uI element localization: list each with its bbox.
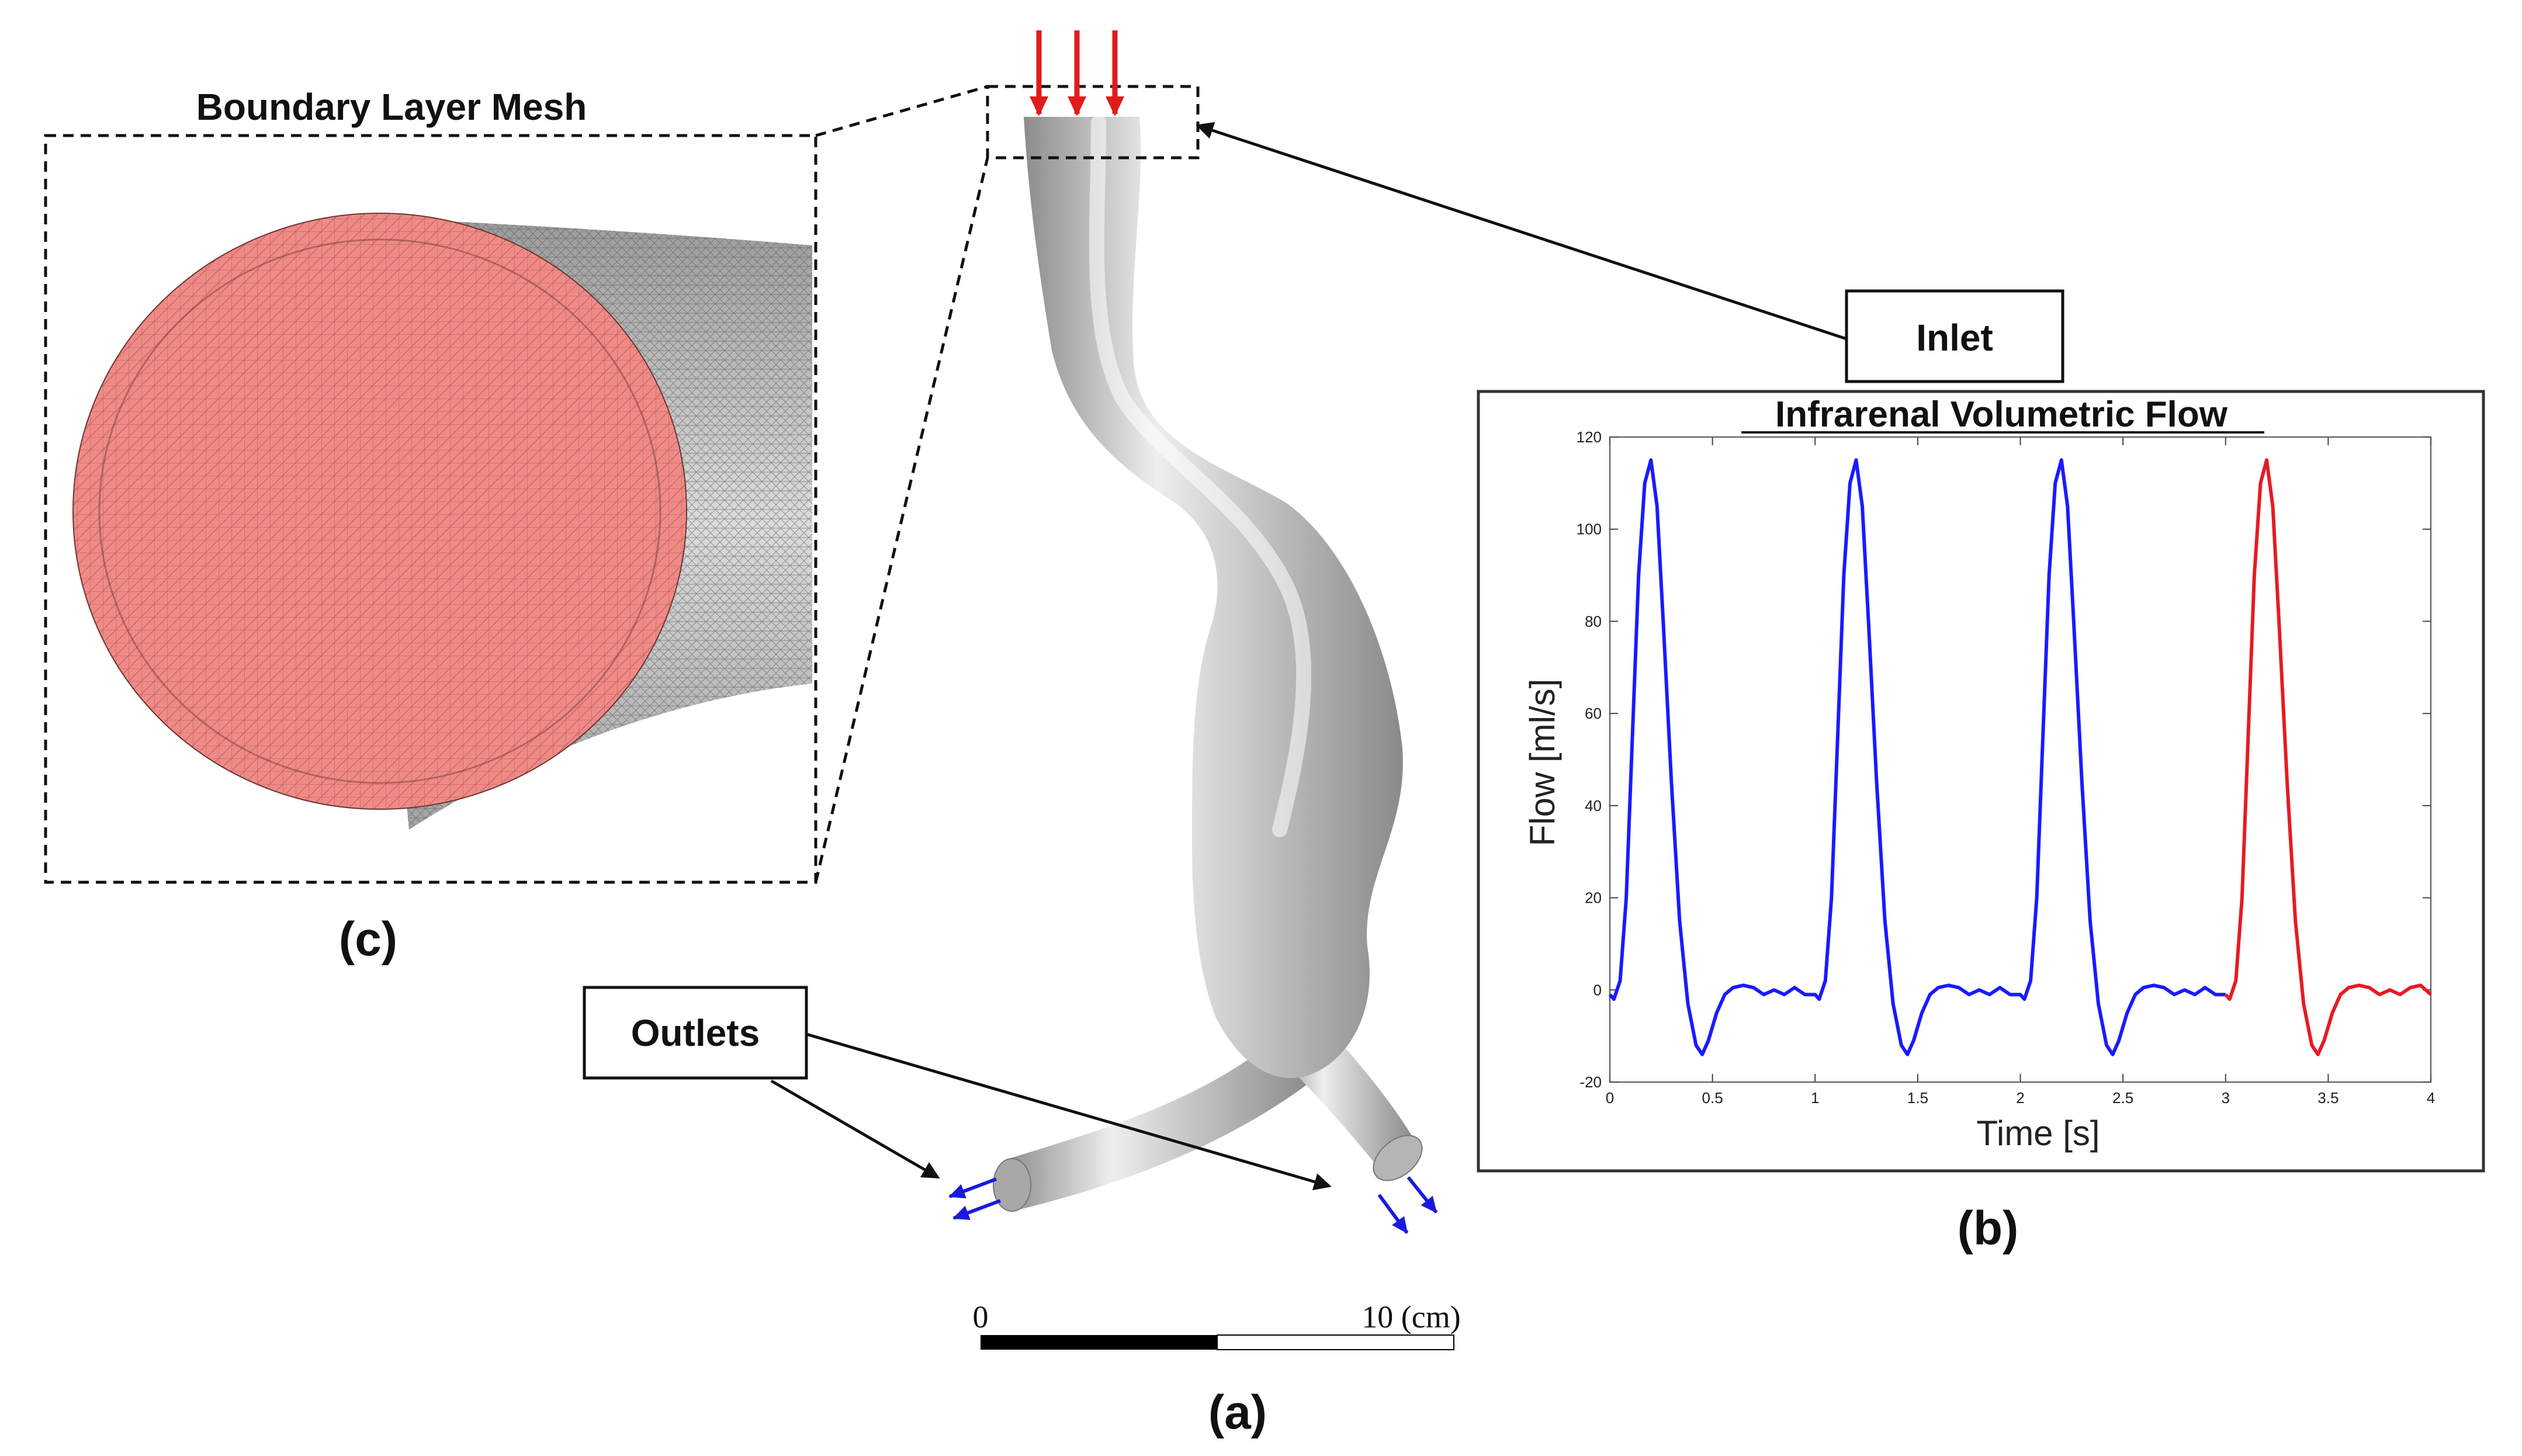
- outflow-arrows: [948, 1176, 1438, 1234]
- cross-section-edge: [72, 213, 687, 810]
- y-tick-label: 0: [1593, 981, 1602, 999]
- x-tick-label: 3.5: [2317, 1089, 2339, 1107]
- zoom-line-bottom: [814, 157, 989, 883]
- x-tick-label: 1: [1811, 1089, 1819, 1107]
- diagonal-arrow-icon: [948, 1177, 997, 1199]
- panel-label-a: (a): [1208, 1386, 1267, 1439]
- x-tick-label: 0: [1606, 1089, 1614, 1107]
- aorta-model: [986, 85, 1423, 1212]
- inlet-pointer: [1196, 122, 1847, 341]
- diagonal-arrow-icon: [1377, 1194, 1409, 1234]
- inflow-arrows: [1030, 30, 1124, 116]
- x-tick-label: 0.5: [1702, 1089, 1723, 1107]
- cross-section-mesh: [73, 213, 687, 809]
- aorta-trunk: [1024, 117, 1403, 1079]
- x-tick-label: 3: [2222, 1089, 2230, 1107]
- outlets-pointer-right: [806, 1032, 1332, 1191]
- zoom-line-top: [815, 85, 988, 137]
- chart-frame: [1477, 390, 2485, 1173]
- y-tick-label: 100: [1577, 521, 1602, 538]
- outlets-callout-label: Outlets: [631, 1012, 760, 1054]
- scale-bar-white: [1217, 1334, 1454, 1350]
- x-tick-label: 2: [2016, 1089, 2024, 1107]
- outlets-callout-box: [583, 986, 808, 1080]
- inlet-callout-box: [1845, 289, 2064, 383]
- left-outlet-face: [993, 1158, 1031, 1212]
- diagonal-arrow-icon: [1407, 1176, 1438, 1214]
- scale-bar: 0 10 (cm): [973, 1299, 1461, 1350]
- y-tick-label: 20: [1585, 889, 1602, 907]
- mesh-panel: Boundary Layer Mesh: [44, 86, 817, 884]
- outlets-pointer-left: [770, 1079, 940, 1179]
- flow-series-red-line: [2224, 458, 2433, 1056]
- right-outlet-face: [1373, 1135, 1423, 1181]
- flow-series-blue-line: [1608, 458, 2226, 1056]
- scale-bar-black: [981, 1335, 1217, 1350]
- x-tick-label: 1.5: [1907, 1089, 1928, 1107]
- aorta-highlight: [1089, 115, 1312, 837]
- chart-panel: Infrarenal Volumetric Flow 0 0.5 1 1.5 2 2.5 3…: [1477, 390, 2485, 1173]
- scale-bar-end: 10 (cm): [1362, 1299, 1460, 1334]
- chart-title: Infrarenal Volumetric Flow: [1775, 394, 2228, 435]
- y-tick-label: 120: [1577, 428, 1602, 446]
- y-tick-label: 60: [1585, 705, 1602, 722]
- y-tick-label: -20: [1579, 1073, 1602, 1091]
- y-tick-label: 40: [1585, 797, 1602, 814]
- x-axis-label: Time [s]: [1976, 1114, 2100, 1153]
- boundary-layer-ring: [98, 238, 661, 784]
- diagonal-arrow-icon: [952, 1199, 1002, 1221]
- scale-bar-start: 0: [973, 1299, 989, 1334]
- mesh-panel-frame: [44, 134, 817, 884]
- left-iliac-branch: [1005, 1040, 1312, 1209]
- y-axis-label: Flow [ml/s]: [1523, 679, 1562, 847]
- x-tick-label: 2.5: [2112, 1089, 2133, 1107]
- panel-label-c: (c): [339, 913, 397, 966]
- x-tick-label: 4: [2427, 1089, 2435, 1107]
- y-tick-label: 80: [1585, 612, 1602, 630]
- mesh-panel-title: Boundary Layer Mesh: [196, 86, 587, 128]
- inlet-callout-label: Inlet: [1916, 317, 1993, 359]
- panel-label-b: (b): [1958, 1202, 2019, 1255]
